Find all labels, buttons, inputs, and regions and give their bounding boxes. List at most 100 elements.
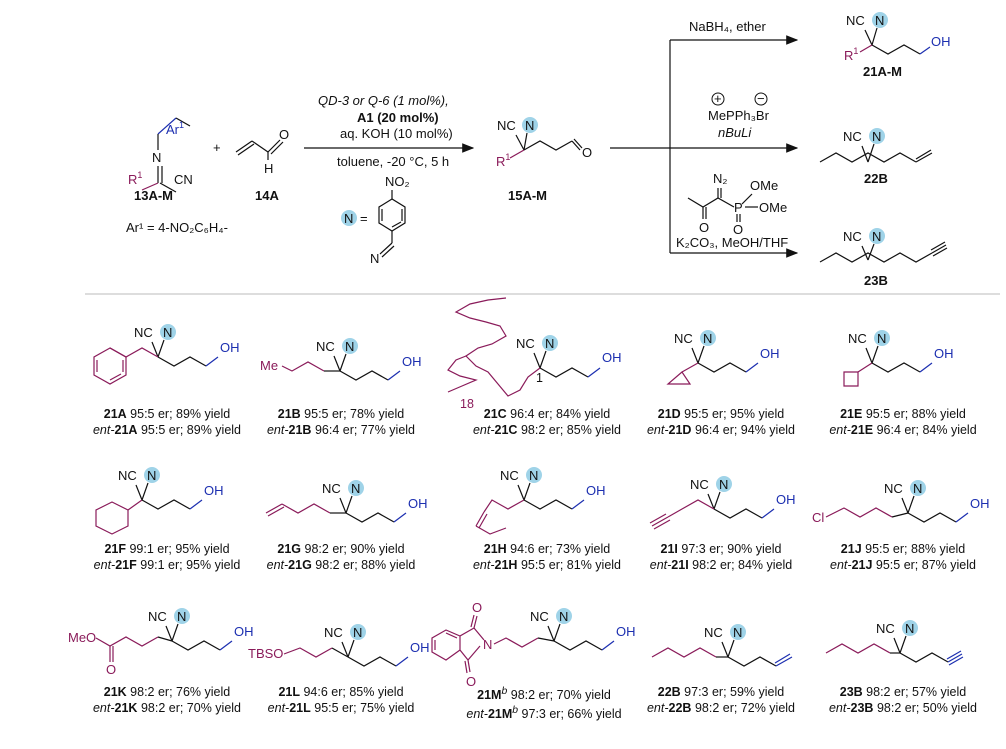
result-21m: 21Mb 98:2 er; 70% yield ent-21Mb 97:3 er… <box>466 686 622 722</box>
svg-text:OH: OH <box>410 640 430 655</box>
product-23b-top-structure: NC N <box>819 228 948 263</box>
svg-text:OH: OH <box>234 624 254 639</box>
svg-text:Cl: Cl <box>812 510 824 525</box>
structure-21a: NC N OH <box>93 324 240 385</box>
r1-label: R1 <box>128 170 142 187</box>
svg-text:OH: OH <box>602 350 622 365</box>
result-21e: 21E 95:5 er; 88% yield ent-21E 96:4 er; … <box>829 407 977 437</box>
reagent-nabh4: NaBH₄, ether <box>689 19 767 34</box>
svg-text:NC: NC <box>324 625 343 640</box>
svg-text:Me: Me <box>260 358 278 373</box>
reagent-nbuli: nBuLi <box>718 125 752 140</box>
intermediate-label: 15A-M <box>508 188 547 203</box>
condition-line-3: aq. KOH (10 mol%) <box>340 126 453 141</box>
svg-text:N: N <box>733 625 742 640</box>
svg-text:N: N <box>559 609 568 624</box>
result-21a: 21A 95:5 er; 89% yield ent-21A 95:5 er; … <box>92 407 242 437</box>
svg-text:N: N <box>872 229 881 244</box>
result-21d: 21D 95:5 er; 95% yield ent-21D 96:4 er; … <box>646 407 796 437</box>
svg-text:OH: OH <box>616 624 636 639</box>
plus-sign: + <box>213 140 221 155</box>
svg-text:OMe: OMe <box>750 178 778 193</box>
svg-text:18: 18 <box>460 397 474 411</box>
svg-text:R1: R1 <box>844 46 858 63</box>
svg-text:N: N <box>353 625 362 640</box>
svg-text:OH: OH <box>931 34 951 49</box>
imine-n: N <box>152 150 161 165</box>
imine-n-catalyst: N <box>370 251 379 266</box>
product-23b-top-label: 23B <box>864 273 888 288</box>
structure-21l: NC N TBSO OH <box>248 624 430 667</box>
reactant-13-label: 13A-M <box>134 188 173 203</box>
structure-21d: NC N OH <box>666 330 780 385</box>
condition-line-2: A1 (20 mol%) <box>357 110 439 125</box>
structure-21i: NC N OH <box>649 476 796 530</box>
svg-text:N: N <box>913 481 922 496</box>
svg-text:NC: NC <box>876 621 895 636</box>
result-21c: 21C 96:4 er; 84% yield ent-21C 98:2 er; … <box>472 407 622 437</box>
result-21k: 21K 98:2 er; 76% yield ent-21K 98:2 er; … <box>92 685 242 715</box>
reagent-wittig: MePPh₃Br <box>708 108 770 123</box>
result-21i: 21I 97:3 er; 90% yield ent-21I 98:2 er; … <box>649 542 793 572</box>
result-22b: 22B 97:3 er; 59% yield ent-22B 98:2 er; … <box>646 685 796 715</box>
svg-text:NC: NC <box>884 481 903 496</box>
nitrobenzylidene-structure: NO₂ N <box>370 174 410 266</box>
structure-21m: NC N N O O OH <box>431 600 636 689</box>
svg-text:N: N <box>703 331 712 346</box>
svg-text:O: O <box>466 674 476 689</box>
svg-text:OH: OH <box>934 346 954 361</box>
svg-text:NC: NC <box>322 481 341 496</box>
svg-text:OMe: OMe <box>759 200 787 215</box>
structure-21e: NC N OH <box>843 330 954 387</box>
structure-21b: NC N Me OH <box>260 338 422 381</box>
svg-text:O: O <box>106 662 116 677</box>
svg-text:NC: NC <box>530 609 549 624</box>
product-22b-top-label: 22B <box>864 171 888 186</box>
no2-group: NO₂ <box>385 174 410 189</box>
result-23b: 23B 98:2 er; 57% yield ent-23B 98:2 er; … <box>828 685 978 715</box>
svg-text:N: N <box>351 481 360 496</box>
reactant-13-structure: Ar1 N R1 CN <box>128 117 193 193</box>
svg-text:N: N <box>875 13 884 28</box>
svg-text:N: N <box>525 118 534 133</box>
svg-text:NC: NC <box>690 477 709 492</box>
svg-text:N: N <box>872 129 881 144</box>
svg-text:P: P <box>734 200 743 215</box>
result-21h: 21H 94:6 er; 73% yield ent-21H 95:5 er; … <box>472 542 622 572</box>
svg-text:OH: OH <box>220 340 240 355</box>
svg-text:NC: NC <box>846 13 865 28</box>
cn-label: CN <box>174 172 193 187</box>
result-21j: 21J 95:5 er; 88% yield ent-21J 95:5 er; … <box>830 542 976 572</box>
product-21am-structure: NC N R1 OH <box>844 12 951 63</box>
svg-text:O: O <box>733 222 743 237</box>
structure-21g: NC N OH <box>265 480 428 523</box>
n-highlight-circle <box>341 210 357 226</box>
svg-text:N: N <box>545 336 554 351</box>
svg-text:NC: NC <box>118 468 137 483</box>
svg-text:N: N <box>905 621 914 636</box>
svg-text:N: N <box>147 468 156 483</box>
result-21l: 21L 94:6 er; 85% yield ent-21L 95:5 er; … <box>267 685 415 715</box>
svg-text:O: O <box>472 600 482 615</box>
svg-text:OH: OH <box>408 496 428 511</box>
n-legend-letter: N <box>344 211 353 226</box>
structure-21f: NC N OH <box>95 467 224 535</box>
svg-text:NC: NC <box>148 609 167 624</box>
svg-text:NC: NC <box>316 339 335 354</box>
svg-text:1: 1 <box>536 371 543 385</box>
intermediate-15-structure: NC N R1 O <box>496 117 592 169</box>
aldehyde-o: O <box>279 127 289 142</box>
svg-text:NC: NC <box>843 129 862 144</box>
svg-text:N: N <box>177 609 186 624</box>
structure-22b: NC N <box>651 624 793 667</box>
reactant-14-structure: O H <box>235 127 289 176</box>
svg-text:OH: OH <box>776 492 796 507</box>
svg-text:−: − <box>757 91 765 106</box>
structure-21k: NC N MeO O OH <box>68 608 254 677</box>
svg-text:N: N <box>163 325 172 340</box>
svg-text:MeO: MeO <box>68 630 96 645</box>
svg-text:N: N <box>345 339 354 354</box>
structure-21j: NC N Cl OH <box>812 480 990 525</box>
ar-label: Ar1 <box>166 120 184 137</box>
